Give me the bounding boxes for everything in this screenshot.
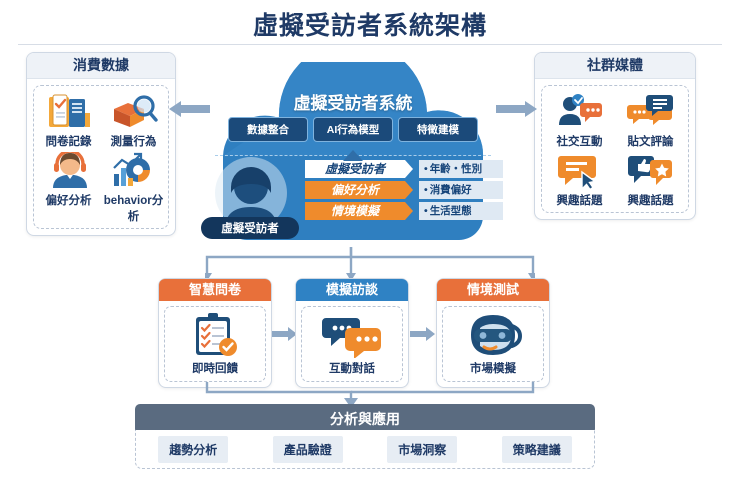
consumer-data-panel: 消費數據 問卷記錄 <box>26 52 176 236</box>
scenario-test-card-label: 市場模擬 <box>470 363 516 375</box>
persona-row: 虛擬受訪者 <box>305 160 413 178</box>
social-media-item: 興趣話題 <box>544 151 615 208</box>
bullet-dot-icon: • <box>424 163 428 175</box>
avatar-label: 虛擬受訪者 <box>201 217 299 239</box>
arrow-cloud-to-left-panel <box>168 99 210 124</box>
cloud-title: 虛擬受訪者系統 <box>293 94 413 113</box>
persona-attribute-label: 生活型態 <box>429 205 472 217</box>
analysis-chip: 產品驗證 <box>272 435 343 463</box>
social-media-item-label: 興趣話題 <box>556 195 603 207</box>
consumer-data-item: 偏好分析 <box>36 151 101 224</box>
simulated-interview-card-header: 模擬訪談 <box>296 279 408 301</box>
persona-row: 偏好分析 <box>305 181 413 199</box>
arrow-survey-to-interview <box>272 326 298 347</box>
page-title: 虛擬受訪者系統架構 <box>252 12 487 40</box>
persona-attribute-label: 年齡・性別 <box>429 163 483 175</box>
scenario-test-card-body: 市場模擬 <box>442 306 544 382</box>
analysis-chip: 市場洞察 <box>387 435 458 463</box>
scenario-test-card: 情境測試 市場模擬 <box>436 278 550 388</box>
vr-headset-icon <box>443 311 543 359</box>
smart-survey-card-label: 即時回饋 <box>192 363 238 375</box>
connector-cards-to-bottom <box>205 382 535 413</box>
speech-bubbles-icon <box>302 311 402 359</box>
analysis-chip: 策略建議 <box>501 435 572 463</box>
smart-survey-card-header: 智慧問卷 <box>159 279 271 301</box>
consumer-data-items: 問卷記錄 測量行為 <box>33 85 169 229</box>
consumer-data-item-label: behavior分析 <box>103 195 164 223</box>
cloud-chip: AI行為模型 <box>313 117 393 142</box>
arrow-cloud-to-right-panel <box>496 99 538 124</box>
persona-attribute: •生活型態 <box>419 202 503 220</box>
analysis-application-bar: 分析與應用 <box>135 404 595 434</box>
persona-attribute: •年齡・性別 <box>419 160 503 178</box>
analysis-chip: 趨勢分析 <box>158 435 229 463</box>
arrow-interview-to-scenario <box>410 326 436 347</box>
arrow-up-to-persona <box>342 150 364 171</box>
social-media-item-label: 貼文評論 <box>627 136 674 148</box>
analysis-application-chips: 趨勢分析 產品驗證 市場洞察 策略建議 <box>135 430 595 469</box>
consumer-data-panel-header: 消費數據 <box>27 53 175 79</box>
scenario-test-card-header: 情境測試 <box>437 279 549 301</box>
cloud-chip: 數據整合 <box>228 117 308 142</box>
bullet-dot-icon: • <box>424 184 428 196</box>
social-media-items: 社交互動 貼文評論 <box>541 85 689 213</box>
bar-donut-chart-icon <box>101 151 166 191</box>
simulated-interview-card: 模擬訪談 互動對話 <box>295 278 409 388</box>
social-media-panel: 社群媒體 社交互動 <box>534 52 696 220</box>
persona-block: 虛擬受訪者 虛擬受訪者 偏好分析 情境模擬 •年齡・性別 •消費偏好 •生活型態 <box>201 157 505 239</box>
consumer-data-item-label: 偏好分析 <box>45 195 92 207</box>
connector-cloud-to-cards <box>202 247 538 286</box>
smart-survey-card: 智慧問卷 即時回饋 <box>158 278 272 388</box>
persona-attributes: •年齡・性別 •消費偏好 •生活型態 <box>419 160 503 223</box>
persona-rows: 虛擬受訪者 偏好分析 情境模擬 <box>305 160 413 223</box>
social-media-item: 興趣話題 <box>615 151 686 208</box>
comment-cursor-icon <box>544 151 615 191</box>
persona-row: 情境模擬 <box>305 202 413 220</box>
bullet-dot-icon: • <box>424 205 428 217</box>
social-media-item-label: 社交互動 <box>556 136 603 148</box>
consumer-data-item: 測量行為 <box>101 92 166 149</box>
simulated-interview-card-body: 互動對話 <box>301 306 403 382</box>
social-media-item: 貼文評論 <box>615 92 686 149</box>
smart-survey-card-body: 即時回饋 <box>164 306 266 382</box>
clipboard-book-icon <box>36 92 101 132</box>
checklist-check-icon <box>165 311 265 359</box>
persona-attribute: •消費偏好 <box>419 181 503 199</box>
consumer-data-item: 問卷記錄 <box>36 92 101 149</box>
comment-bubbles-icon <box>615 92 686 132</box>
title-divider <box>18 44 722 45</box>
user-chat-icon <box>544 92 615 132</box>
cloud-chip: 特徵建模 <box>398 117 478 142</box>
simulated-interview-card-label: 互動對話 <box>329 363 375 375</box>
person-headset-icon <box>36 151 101 191</box>
social-media-item: 社交互動 <box>544 92 615 149</box>
social-media-item-label: 興趣話題 <box>627 195 674 207</box>
consumer-data-item-label: 問卷記錄 <box>45 136 92 148</box>
thumbs-up-star-icon <box>615 151 686 191</box>
consumer-data-item: behavior分析 <box>101 151 166 224</box>
box-magnifier-icon <box>101 92 166 132</box>
persona-attribute-label: 消費偏好 <box>429 184 472 196</box>
social-media-panel-header: 社群媒體 <box>535 53 695 79</box>
consumer-data-item-label: 測量行為 <box>110 136 157 148</box>
cloud-capability-chips: 數據整合 AI行為模型 特徵建模 <box>228 117 478 142</box>
